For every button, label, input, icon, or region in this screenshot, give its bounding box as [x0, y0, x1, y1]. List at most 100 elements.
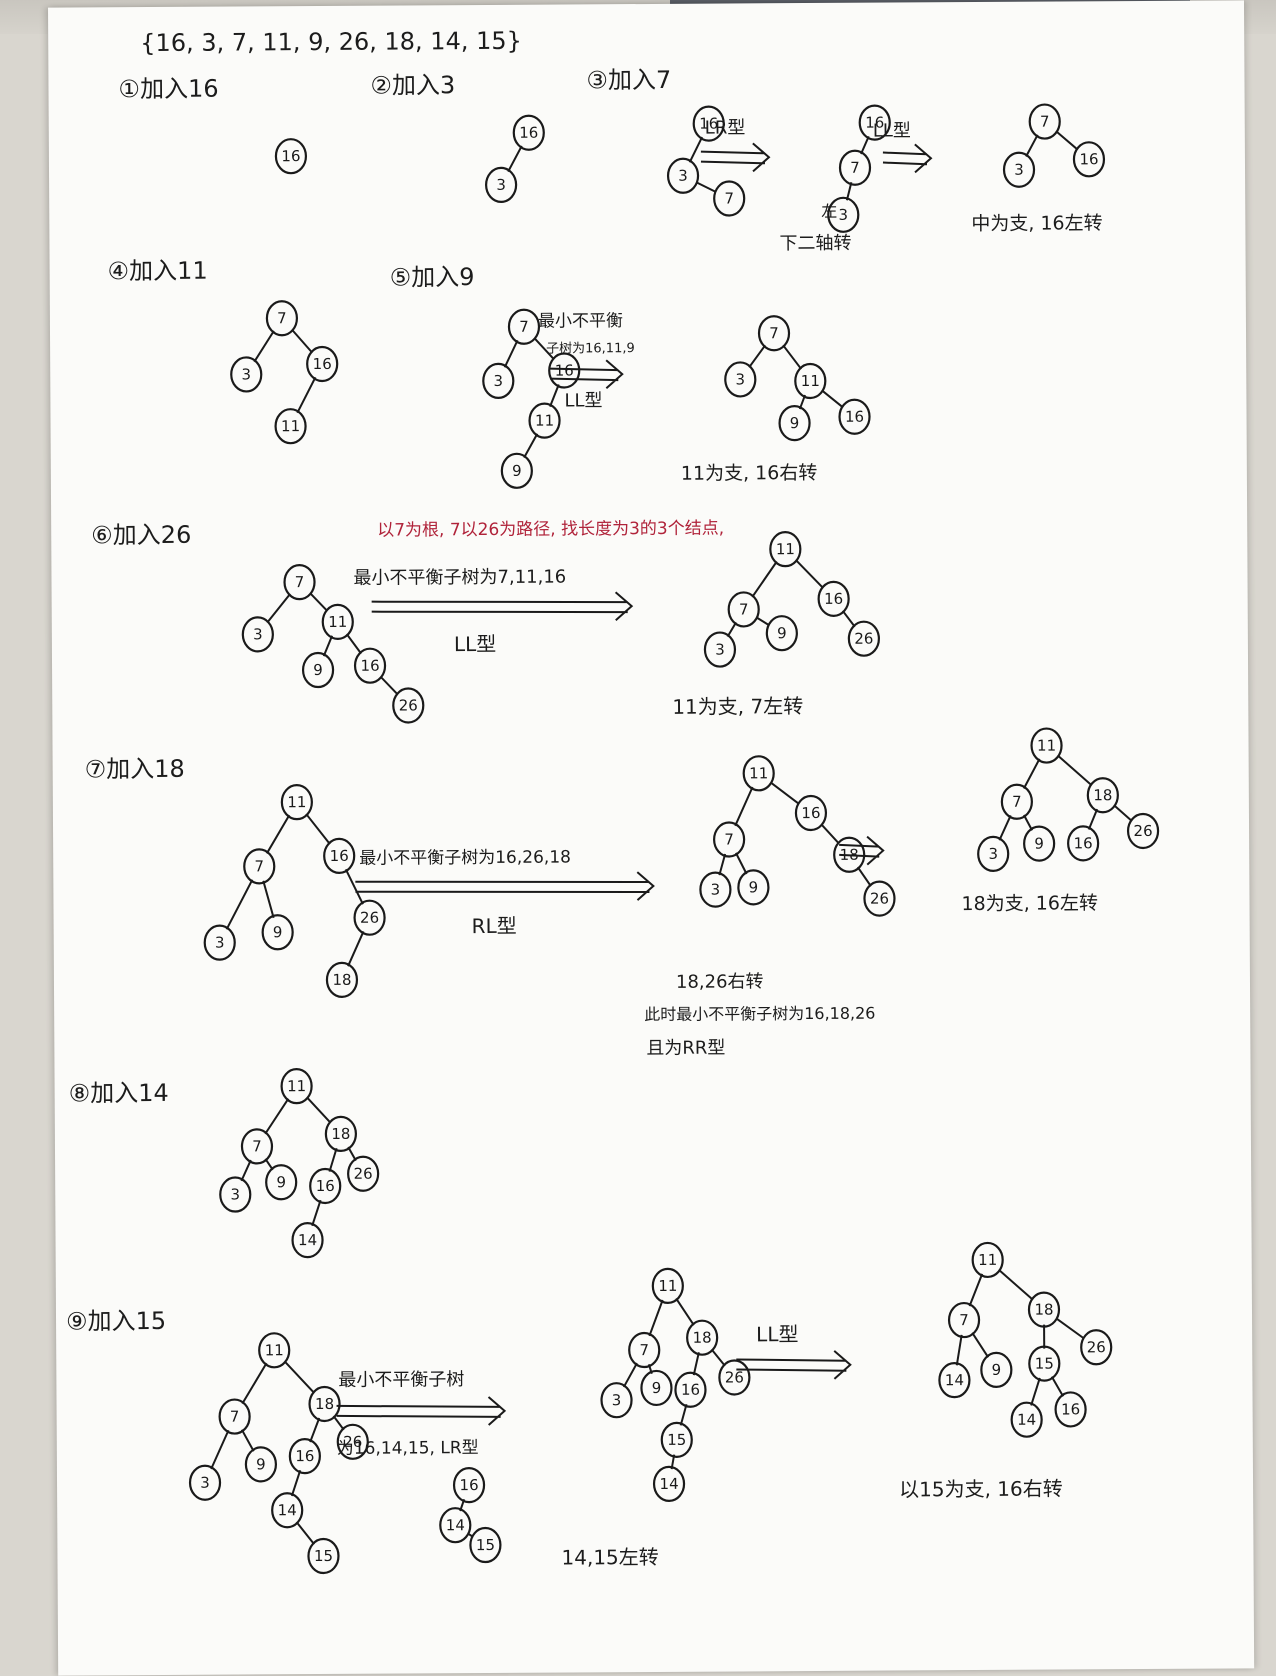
tree-node: 9 [502, 454, 532, 488]
step9-arrow2-label: LL型 [756, 1322, 798, 1346]
tree-edge [329, 1148, 336, 1171]
tree-edge [697, 182, 716, 192]
tree-node: 7 [759, 316, 789, 350]
tree-node: 16 [514, 116, 544, 150]
svg-text:15: 15 [476, 1536, 495, 1554]
tree-edge [324, 636, 333, 656]
step2-title: ②加入3 [370, 71, 455, 100]
svg-text:16: 16 [330, 847, 349, 865]
tree-edge [861, 136, 869, 154]
svg-text:11: 11 [978, 1251, 997, 1269]
tree-node: 3 [243, 617, 273, 651]
step4-title: ④加入11 [108, 257, 208, 286]
tree-node: 16 [307, 347, 337, 381]
svg-text:9: 9 [992, 1361, 1002, 1379]
step9-arrow-top: 最小不平衡子树 [338, 1369, 464, 1391]
svg-text:26: 26 [854, 630, 873, 648]
step8-title: ⑧加入14 [69, 1079, 169, 1108]
tree-node: 14 [1012, 1403, 1042, 1437]
tree-node: 18 [309, 1387, 339, 1421]
svg-text:16: 16 [845, 408, 864, 426]
svg-text:16: 16 [824, 590, 843, 608]
svg-text:18: 18 [331, 1125, 350, 1143]
tree-edge [1052, 1377, 1063, 1397]
tree-node: 3 [486, 168, 516, 202]
tree-edge [796, 560, 823, 589]
tree-node: 7 [729, 592, 759, 626]
tree-node: 9 [246, 1447, 276, 1481]
tree-node: 11 [282, 1069, 312, 1103]
tree-node: 7 [284, 565, 314, 599]
tree-node: 3 [725, 362, 755, 396]
svg-text:3: 3 [200, 1474, 210, 1492]
svg-text:11: 11 [287, 793, 306, 811]
tree-t1: 16 [276, 139, 306, 173]
tree-node: 9 [738, 870, 768, 904]
tree-node: 16 [324, 839, 354, 873]
step7-title: ⑦加入18 [85, 755, 185, 784]
svg-text:3: 3 [1014, 161, 1024, 179]
tree-node: 16 [819, 582, 849, 616]
tree-edge [312, 1200, 321, 1226]
svg-text:3: 3 [493, 372, 503, 390]
step6-result: 11为支, 7左转 [672, 694, 803, 719]
tree-edge [292, 1470, 301, 1496]
step6-title: ⑥加入26 [91, 521, 191, 550]
svg-text:9: 9 [276, 1173, 286, 1191]
step9-title: ⑨加入15 [66, 1307, 166, 1336]
tree-node: 11 [973, 1243, 1003, 1277]
tree-node: 14 [654, 1467, 684, 1501]
step3-arrow1 [701, 143, 769, 171]
tree-edge [719, 854, 725, 875]
tree-node: 26 [1128, 814, 1158, 848]
tree-edge [1031, 1378, 1040, 1405]
svg-text:16: 16 [681, 1381, 700, 1399]
tree-node: 11 [653, 1269, 683, 1303]
svg-text:15: 15 [667, 1431, 686, 1449]
tree-node: 16 [276, 139, 306, 173]
tree-node: 11 [744, 756, 774, 790]
svg-text:9: 9 [313, 661, 323, 679]
tree-node: 18 [1029, 1293, 1059, 1327]
tree-node: 16 [1068, 826, 1098, 860]
svg-text:9: 9 [273, 923, 283, 941]
tree-edge [380, 676, 397, 694]
tree-node: 14 [272, 1493, 302, 1527]
tree-edge [649, 1300, 663, 1336]
step6-arrow-bottom: LL型 [454, 632, 496, 656]
tree-node: 16 [454, 1468, 484, 1502]
tree-node: 26 [1081, 1330, 1111, 1364]
tree-node: 16 [549, 353, 579, 387]
tree-edge [1089, 809, 1098, 829]
tree-node: 11 [259, 1333, 289, 1367]
tree-node: 7 [244, 849, 274, 883]
svg-text:7: 7 [959, 1311, 969, 1329]
svg-text:7: 7 [639, 1341, 649, 1359]
tree-node: 9 [981, 1353, 1011, 1387]
tree-node: 16 [796, 796, 826, 830]
tree-node: 9 [263, 915, 293, 949]
tree-node: 16 [839, 400, 869, 434]
tree-node: 7 [220, 1399, 250, 1433]
step7-note-mid3: 且为RR型 [646, 1038, 725, 1059]
svg-text:16: 16 [295, 1447, 314, 1465]
svg-text:16: 16 [801, 804, 820, 822]
tree-edge [1056, 1318, 1084, 1338]
tree-edge [1058, 755, 1092, 785]
step5-arrow-mid: 子树为16,11,9 [546, 341, 635, 357]
tree-node: 7 [714, 181, 744, 215]
tree-node: 11 [282, 785, 312, 819]
tree-node: 3 [231, 357, 261, 391]
svg-text:26: 26 [399, 696, 418, 714]
step5-result: 11为支, 16右转 [681, 462, 818, 485]
svg-text:16: 16 [1074, 834, 1093, 852]
svg-text:26: 26 [360, 909, 379, 927]
tree-edge [263, 881, 273, 918]
svg-text:3: 3 [253, 625, 263, 643]
step9-result: 以15为支, 16右转 [899, 1476, 1063, 1501]
